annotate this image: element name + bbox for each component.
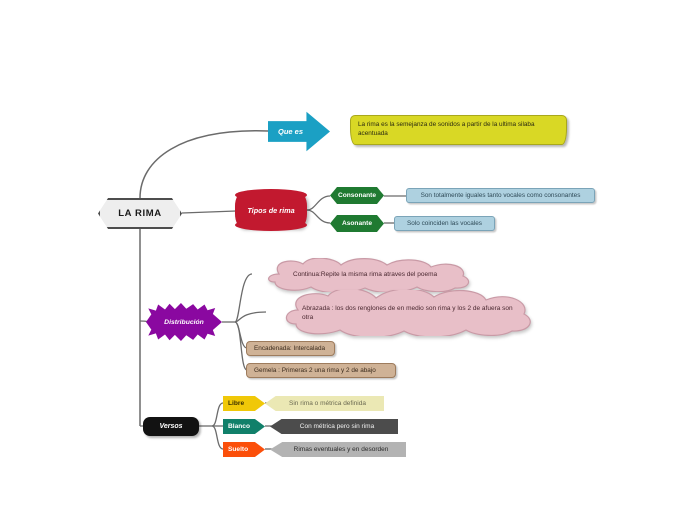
branch-que-es[interactable]: Que es xyxy=(268,111,330,152)
branch-versos-label: Versos xyxy=(159,423,183,430)
node-verso-blanco-detail-text: Con métrica pero sin rima xyxy=(299,423,375,430)
node-verso-suelto[interactable]: Suelto xyxy=(223,442,265,457)
cloud-shape-icon xyxy=(285,290,531,336)
node-distribucion-gemela[interactable]: Gemela : Primeras 2 una rima y 2 de abaj… xyxy=(246,363,396,378)
node-consonante-detail[interactable]: Son totalmente iguales tanto vocales com… xyxy=(406,188,595,203)
node-verso-suelto-detail[interactable]: Rimas eventuales y en desorden xyxy=(270,442,406,457)
node-distribucion-continua-text: Continua:Repite la misma rima atraves de… xyxy=(293,271,438,278)
node-consonante[interactable]: Consonante xyxy=(330,187,384,204)
node-verso-libre-detail[interactable]: Sin rima o métrica definida xyxy=(265,396,384,411)
node-verso-blanco-label: Blanco xyxy=(228,423,250,430)
que-es-definition-text: La rima es la semejanza de sonidos a par… xyxy=(358,121,537,137)
node-distribucion-abrazada-text: Abrazada : los dos renglones de en medio… xyxy=(302,305,513,321)
node-verso-libre-detail-text: Sin rima o métrica definida xyxy=(289,400,366,407)
node-verso-libre[interactable]: Libre xyxy=(223,396,265,411)
node-consonante-detail-text: Son totalmente iguales tanto vocales com… xyxy=(420,192,581,199)
node-consonante-label: Consonante xyxy=(337,192,377,199)
node-verso-blanco-detail[interactable]: Con métrica pero sin rima xyxy=(270,419,398,434)
node-distribucion-encadenada-text: Encadenada: Intercalada xyxy=(254,345,326,352)
node-asonante[interactable]: Asonante xyxy=(330,215,384,232)
branch-tipos-de-rima[interactable]: Tipos de rima xyxy=(235,189,307,231)
branch-tipos-de-rima-label: Tipos de rima xyxy=(247,205,295,215)
node-verso-libre-label: Libre xyxy=(228,400,245,407)
node-distribucion-gemela-text: Gemela : Primeras 2 una rima y 2 de abaj… xyxy=(254,367,376,374)
node-verso-suelto-detail-text: Rimas eventuales y en desorden xyxy=(293,446,389,453)
node-verso-suelto-label: Suelto xyxy=(228,446,249,453)
node-distribucion-encadenada[interactable]: Encadenada: Intercalada xyxy=(246,341,335,356)
branch-distribucion[interactable]: Distribución xyxy=(146,303,222,341)
branch-que-es-label: Que es xyxy=(277,127,303,136)
que-es-definition-box[interactable]: La rima es la semejanza de sonidos a par… xyxy=(350,115,567,145)
node-distribucion-continua[interactable]: Continua:Repite la misma rima atraves de… xyxy=(249,258,481,292)
root-node-la-rima[interactable]: LA RIMA xyxy=(98,198,182,229)
node-asonante-label: Asonante xyxy=(341,220,373,227)
branch-versos[interactable]: Versos xyxy=(143,417,199,436)
cloud-shape-icon xyxy=(268,258,470,292)
node-asonante-detail[interactable]: Solo coinciden las vocales xyxy=(394,216,495,231)
branch-distribucion-label: Distribución xyxy=(164,318,204,326)
node-asonante-detail-text: Solo coinciden las vocales xyxy=(407,220,482,227)
root-node-label: LA RIMA xyxy=(118,208,162,219)
node-verso-blanco[interactable]: Blanco xyxy=(223,419,265,434)
node-distribucion-abrazada[interactable]: Abrazada : los dos renglones de en medio… xyxy=(264,290,538,336)
